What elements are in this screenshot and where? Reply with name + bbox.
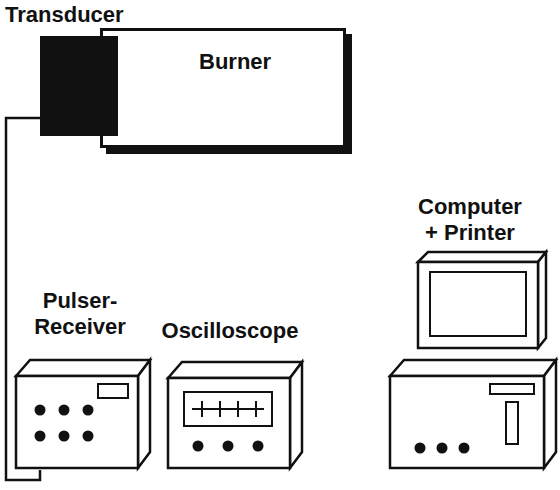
node-label: Computer + Printer [409,194,531,246]
cable-line [6,118,40,480]
transducer-block: Transducer [40,36,118,136]
oscilloscope-box: Oscilloscope [155,318,305,470]
pulser-knobs [35,405,94,442]
node-label: Transducer [5,2,124,28]
node-label: Burner [199,49,271,75]
computer-printer-box: Computer + Printer [385,194,555,470]
computer-buttons [415,443,470,454]
computer-unit [390,252,556,468]
oscilloscope-knobs [193,441,264,452]
node-label: Oscilloscope [155,318,305,344]
oscilloscope-unit [168,362,302,468]
node-label: Pulser- Receiver [20,288,140,340]
pulser-receiver-unit [16,360,150,468]
burner-box: Burner [100,28,346,148]
pulser-receiver-box: Pulser- Receiver [10,288,150,470]
